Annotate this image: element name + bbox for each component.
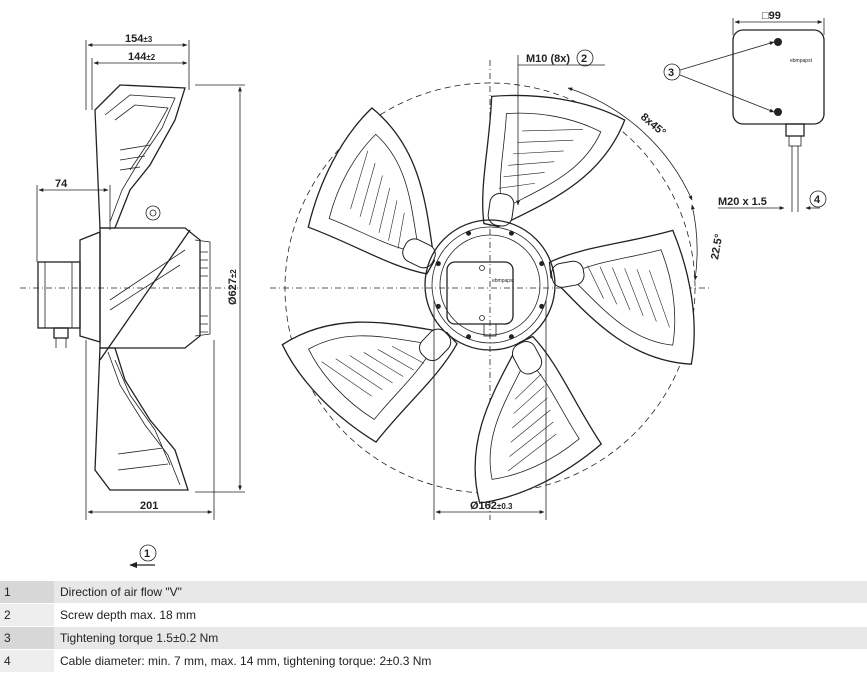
airflow-direction-indicator: 1 xyxy=(129,544,157,569)
bolt-hole xyxy=(508,230,514,236)
note-text: Direction of air flow "V" xyxy=(54,581,867,603)
hub-brand-mark: ebmpapst xyxy=(492,278,515,284)
technical-drawing: 154±3 144±2 74 xyxy=(20,10,827,569)
dim-m20: M20 x 1.5 xyxy=(718,196,767,208)
dim-22-5: 22.5° xyxy=(709,233,725,261)
note-row: 3 Tightening torque 1.5±0.2 Nm xyxy=(0,627,867,650)
side-view: 154±3 144±2 74 xyxy=(20,33,245,520)
fan-blade xyxy=(548,229,695,365)
note-number: 1 xyxy=(0,581,54,603)
dim-74: 74 xyxy=(55,178,68,190)
note-number: 2 xyxy=(0,604,54,626)
bolt-hole xyxy=(466,230,472,236)
note-number: 4 xyxy=(0,650,54,672)
note-number: 3 xyxy=(0,627,54,649)
bolt-hole xyxy=(466,334,472,340)
bolt-hole xyxy=(435,303,441,309)
callout-2 xyxy=(576,49,594,67)
dim-154: 154±3 xyxy=(125,33,153,45)
fan-blade xyxy=(482,94,626,228)
bolt-hole xyxy=(508,334,514,340)
callout-3 xyxy=(663,63,681,81)
bolt-hole xyxy=(539,303,545,309)
box-brand-mark: ebmpapst xyxy=(790,58,813,64)
dim-162: Ø162±0.3 xyxy=(470,500,513,512)
dim-201: 201 xyxy=(140,500,158,512)
bolt-hole xyxy=(435,261,441,267)
note-text: Cable diameter: min. 7 mm, max. 14 mm, t… xyxy=(54,650,867,672)
dim-144: 144±2 xyxy=(128,51,156,63)
fan-blade xyxy=(474,335,603,504)
mounting-holes xyxy=(435,230,545,340)
dim-m10: M10 (8x) xyxy=(526,53,570,65)
dim-8x45: 8x45° xyxy=(638,111,668,139)
note-row: 1 Direction of air flow "V" xyxy=(0,581,867,604)
front-view: ebmpapst M10 (8x) 2 8x45° 22.5° Ø162±0.3 xyxy=(270,49,725,520)
dim-627: Ø627±2 xyxy=(227,269,239,305)
fan-blade xyxy=(307,107,436,275)
terminal-box-view: □99 ebmpapst 3 M20 x 1.5 4 xyxy=(663,10,827,212)
svg-text:1: 1 xyxy=(144,548,150,560)
notes-table: 1 Direction of air flow "V" 2 Screw dept… xyxy=(0,581,867,673)
note-row: 2 Screw depth max. 18 mm xyxy=(0,604,867,627)
svg-text:4: 4 xyxy=(814,194,821,206)
svg-text:2: 2 xyxy=(581,53,587,65)
fan-blades xyxy=(281,94,695,504)
dim-99: □99 xyxy=(762,10,781,22)
svg-text:3: 3 xyxy=(668,67,674,79)
callout-4 xyxy=(809,190,827,208)
bolt-hole xyxy=(539,261,545,267)
fan-blade xyxy=(281,321,458,443)
note-text: Tightening torque 1.5±0.2 Nm xyxy=(54,627,867,649)
note-text: Screw depth max. 18 mm xyxy=(54,604,867,626)
note-row: 4 Cable diameter: min. 7 mm, max. 14 mm,… xyxy=(0,650,867,673)
